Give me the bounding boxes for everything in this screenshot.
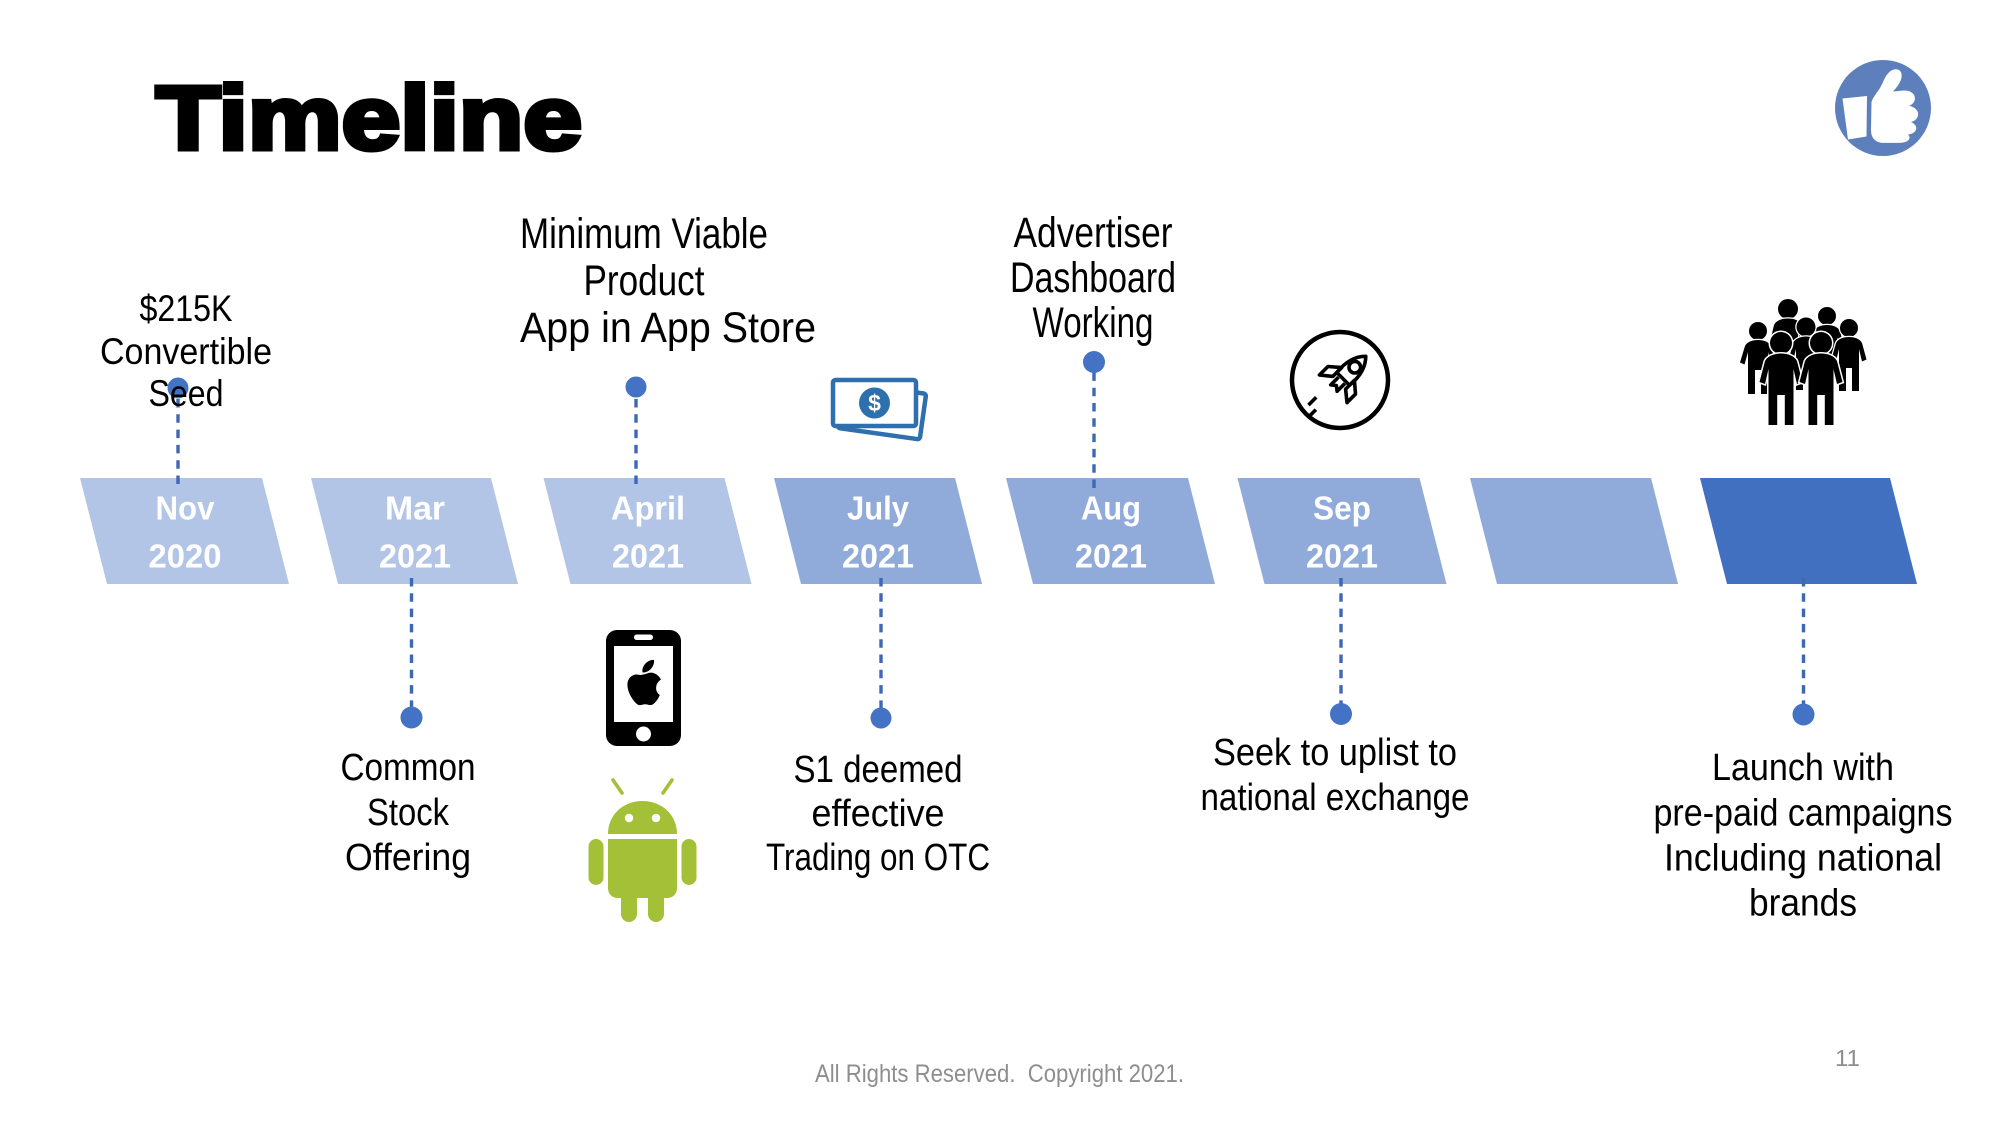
svg-text:Working: Working (1033, 299, 1154, 347)
svg-text:Sep: Sep (1313, 490, 1371, 527)
svg-text:Common: Common (341, 747, 476, 789)
svg-text:2021: 2021 (379, 538, 451, 575)
svg-text:2021: 2021 (1306, 538, 1378, 575)
svg-text:Aug: Aug (1081, 490, 1141, 527)
svg-text:brands: brands (1749, 883, 1857, 925)
svg-text:national exchange: national exchange (1201, 777, 1470, 819)
svg-text:pre-paid campaigns: pre-paid campaigns (1654, 793, 1953, 835)
svg-text:Trading on OTC: Trading on OTC (766, 837, 990, 879)
svg-text:effective: effective (812, 793, 945, 835)
svg-text:Dashboard: Dashboard (1010, 254, 1176, 302)
svg-text:Launch with: Launch with (1712, 747, 1894, 789)
svg-text:2021: 2021 (1075, 538, 1147, 575)
svg-text:$: $ (868, 390, 881, 416)
svg-text:Advertiser: Advertiser (1014, 209, 1173, 257)
svg-text:$215K: $215K (140, 288, 233, 329)
svg-text:Stock: Stock (367, 792, 450, 834)
svg-text:2020: 2020 (149, 538, 222, 575)
svg-text:Minimum Viable: Minimum Viable (520, 210, 768, 258)
svg-text:2021: 2021 (842, 538, 914, 575)
svg-text:July: July (847, 490, 910, 527)
svg-text:Product: Product (584, 257, 705, 305)
svg-text:April: April (611, 490, 685, 527)
svg-text:Mar: Mar (385, 490, 445, 527)
svg-text:S1 deemed: S1 deemed (794, 749, 963, 791)
svg-text:Seed: Seed (149, 373, 224, 414)
svg-text:2021: 2021 (612, 538, 684, 575)
svg-text:All Rights Reserved. Copyrigh: All Rights Reserved. Copyright 2021. (815, 1060, 1184, 1088)
svg-text:11: 11 (1835, 1045, 1860, 1071)
svg-text:Nov: Nov (156, 490, 216, 527)
svg-text:Offering: Offering (345, 837, 471, 879)
svg-text:Seek to uplist to: Seek to uplist to (1213, 732, 1457, 774)
svg-text:Convertible: Convertible (100, 331, 272, 372)
svg-text:App in App Store: App in App Store (520, 304, 816, 352)
svg-text:Timeline: Timeline (156, 69, 582, 169)
svg-text:Including national: Including national (1664, 838, 1942, 880)
